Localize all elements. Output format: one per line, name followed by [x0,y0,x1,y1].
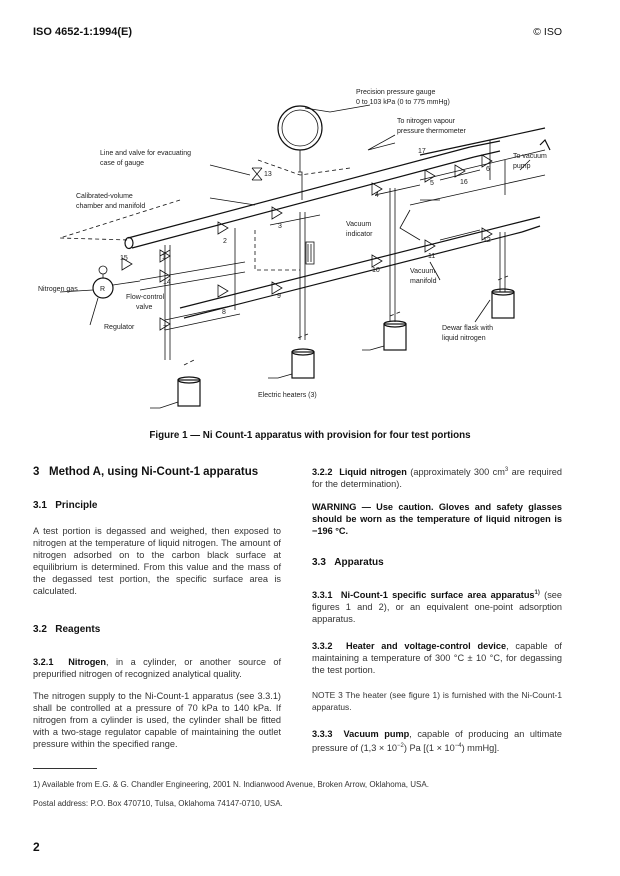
num-11: 11 [428,253,435,260]
valves [121,154,493,331]
label-gauge: Precision pressure gauge [356,89,435,96]
liquid-nitrogen-paragraph: 3.2.2 Liquid nitrogen (approximately 300… [312,467,562,490]
label-regulator-symbol: R [100,286,105,293]
footnote-postal: Postal address: P.O. Box 470710, Tulsa, … [33,799,283,808]
label-pump-1: To vacuum [513,153,547,160]
num-2: 2 [223,238,227,245]
num-4: 4 [375,192,379,199]
label-evac-1: Line and valve for evacuating [100,150,191,157]
copyright-mark: © ISO [533,26,562,38]
label-pump-2: pump [513,163,531,170]
document-id: ISO 4652-1:1994(E) [33,26,133,38]
section-title: Method A, using Ni-Count-1 apparatus [49,466,259,478]
regulator [59,265,141,326]
vacuum-pump-paragraph: 3.3.3 Vacuum pump, capable of producing … [312,729,562,754]
num-10: 10 [372,267,380,274]
pressure-gauge [277,105,323,200]
label-nitrogen: Nitrogen gas [38,286,78,293]
num-1: 1 [162,254,166,261]
label-calib-1: Calibrated-volume [76,193,133,200]
note-3: NOTE 3 The heater (see figure 1) is furn… [312,690,562,713]
num-15: 15 [120,255,128,262]
warning-paragraph: WARNING — Use caution. Gloves and safety… [312,502,562,537]
apparatus-paragraph: 3.3.1 Ni-Count-1 specific surface area a… [312,590,563,625]
section-number: 3 [33,466,40,478]
num-6: 6 [486,166,490,173]
num-16: 16 [460,179,468,186]
label-evac-2: case of gauge [100,160,144,167]
footnote-1: 1) Available from E.G. & G. Chandler Eng… [33,780,429,789]
vacuum-indicator [305,241,315,265]
vacuum-manifold-pipe [179,216,541,319]
section-3-heading: 3 Method A, using Ni-Count-1 apparatus [33,466,293,478]
heater-paragraph: 3.3.2 Heater and voltage-control device,… [312,641,562,676]
num-12: 12 [483,237,491,244]
page-number: 2 [33,840,40,854]
principle-paragraph: A test portion is degassed and weighed, … [33,526,281,597]
sample-lines [164,188,506,360]
label-regulator: Regulator [104,324,135,331]
section-3-1-heading: 3.1 Principle [33,500,98,511]
section-3-3-heading: 3.3 Apparatus [312,557,384,568]
label-heaters: Electric heaters (3) [258,392,317,399]
label-flow-1: Flow-control [126,294,165,301]
label-flow-2: valve [136,304,152,311]
num-17: 17 [418,148,426,155]
label-dewar-1: Dewar flask with [442,325,493,332]
label-thermo-1: To nitrogen vapour [397,118,456,125]
label-calib-2: chamber and manifold [76,203,145,210]
footnote-rule [33,768,97,769]
num-13: 13 [264,171,272,178]
num-14: 14 [163,279,171,286]
nitrogen-supply-paragraph: The nitrogen supply to the Ni-Count-1 ap… [33,691,281,750]
label-gauge-range: 0 to 103 kPa (0 to 775 mmHg) [356,99,450,106]
figure-caption: Figure 1 — Ni Count-1 apparatus with pro… [149,430,471,441]
num-8: 8 [222,309,226,316]
label-thermo-2: pressure thermometer [397,128,467,135]
label-vac-ind-1: Vacuum [346,221,371,228]
label-dewar-2: liquid nitrogen [442,335,486,342]
section-3-2-heading: 3.2 Reagents [33,624,101,635]
label-vac-ind-2: indicator [346,231,373,238]
nitrogen-paragraph: 3.2.1 Nitrogen, in a cylinder, or anothe… [33,657,282,680]
label-vac-man-2: manifold [410,278,437,285]
num-7: 7 [163,325,167,332]
num-3: 3 [278,223,282,230]
apparatus-diagram: Precision pressure gauge 0 to 103 kPa (0… [38,89,551,409]
dewar-flasks [177,288,515,407]
num-5: 5 [430,180,434,187]
label-vac-man-1: Vacuum [410,268,435,275]
num-9: 9 [277,293,281,300]
calibrated-manifold-pipe [124,140,501,250]
